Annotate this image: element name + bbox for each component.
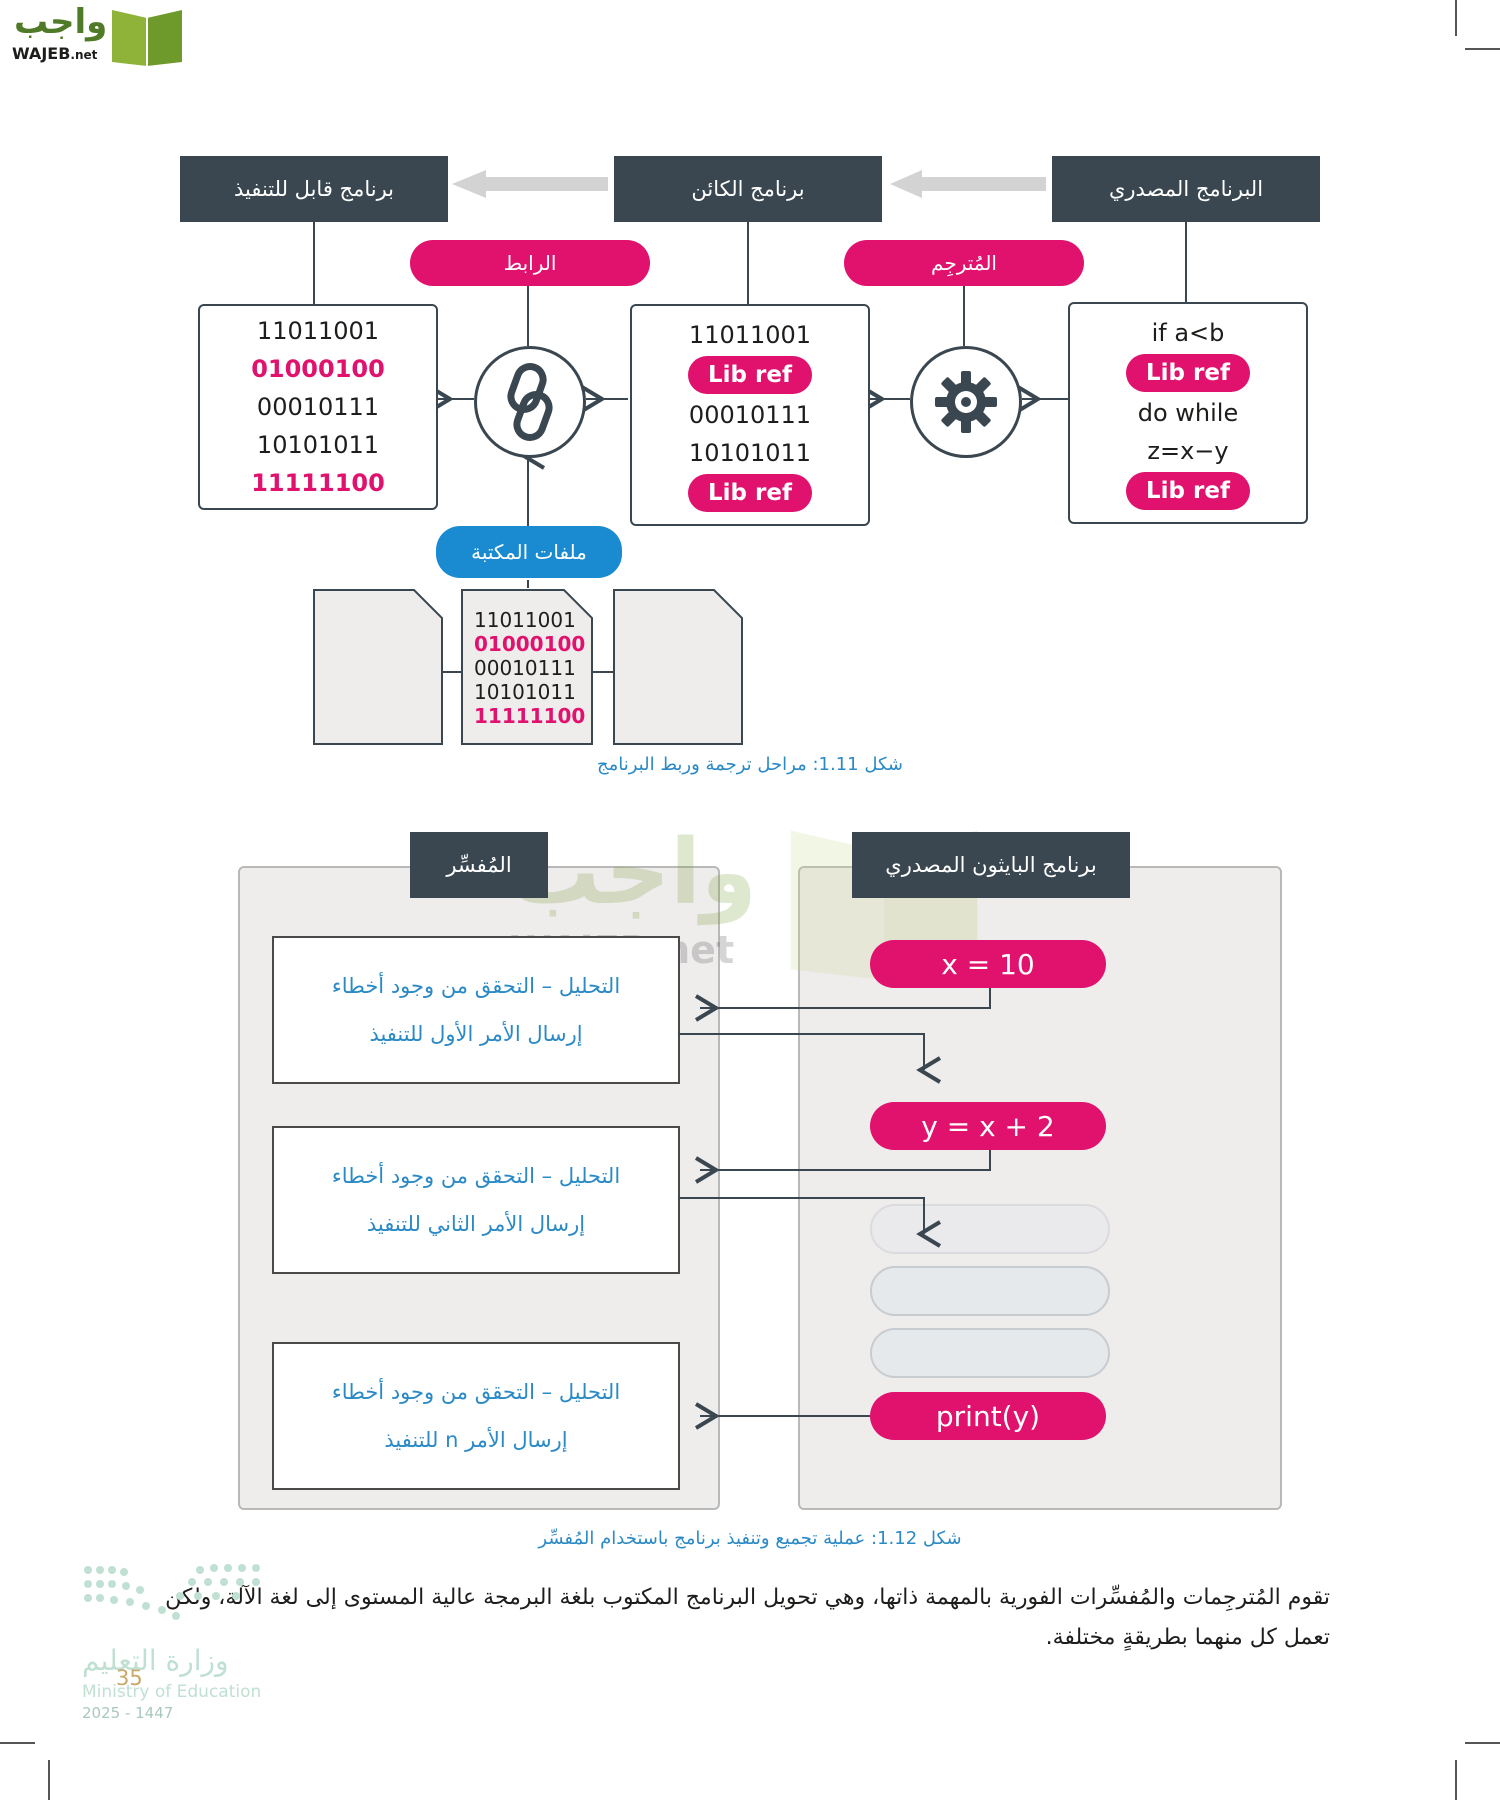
lib-line-highlight: 11111100: [474, 704, 586, 728]
lib-ref-badge: Lib ref: [1126, 354, 1250, 392]
step-analysis: التحليل – التحقق من وجود أخطاء: [331, 974, 621, 998]
placeholder-line: [870, 1266, 1110, 1316]
page-number: 35: [116, 1666, 143, 1690]
header-interpreter: المُفسِّر: [410, 832, 548, 898]
caption-number: شكل 1.11:: [812, 754, 903, 775]
linker-circle: [474, 346, 586, 458]
lib-line: 10101011: [474, 680, 576, 704]
interpreter-step-3: التحليل – التحقق من وجود أخطاء إرسال الأ…: [272, 1342, 680, 1490]
figure-2-caption: شكل 1.12: عملية تجميع وتنفيذ برنامج باست…: [500, 1528, 1000, 1549]
step-send: إرسال الأمر n للتنفيذ: [384, 1428, 568, 1452]
crop-mark: [48, 1760, 50, 1800]
document-icon: [461, 589, 593, 745]
link-icon: [507, 363, 553, 441]
year: 2025 - 1447: [82, 1704, 174, 1722]
lib-ref-badge: Lib ref: [1126, 472, 1250, 510]
paragraph-line: تعمل كل منهما بطريقةٍ مختلفة.: [1045, 1625, 1330, 1650]
lib-ref-badge: Lib ref: [688, 474, 812, 512]
code-line-2: y = x + 2: [870, 1102, 1106, 1150]
lib-ref-badge: Lib ref: [688, 356, 812, 394]
lib-line-highlight: 01000100: [474, 632, 586, 656]
watermark-arabic: واجب: [510, 820, 757, 925]
ministry-name-en: Ministry of Education: [82, 1682, 262, 1702]
flow-arrow: [452, 170, 608, 198]
book-icon: [112, 10, 182, 66]
figure-1-caption: شكل 1.11: مراحل ترجمة وربط البرنامج: [500, 754, 1000, 775]
caption-number: شكل 1.12:: [871, 1528, 962, 1549]
header-object-program: برنامج الكائن: [614, 156, 882, 222]
site-logo[interactable]: واجب WAJEB.net: [8, 2, 188, 66]
document-icon: [313, 589, 443, 745]
logo-latin: WAJEB.net: [12, 44, 97, 63]
ministry-dots-icon: [84, 1564, 260, 1620]
exec-line: 00010111: [256, 393, 380, 421]
ministry-name-ar: وزارة التعليم: [82, 1644, 229, 1677]
lib-line: 11011001: [474, 608, 576, 632]
code-line-1: x = 10: [870, 940, 1106, 988]
paragraph: تقوم المُترجِمات والمُفسِّرات الفورية با…: [160, 1578, 1330, 1658]
source-line: z=x−y: [1147, 437, 1229, 465]
crop-mark: [1455, 0, 1457, 36]
placeholder-line: [870, 1204, 1110, 1254]
crop-mark: [0, 1742, 35, 1744]
crop-mark: [1455, 1760, 1457, 1800]
exec-line-highlight: 01000100: [251, 355, 385, 383]
document-icon: [613, 589, 743, 745]
flow-arrow: [890, 170, 1046, 198]
library-file-content: 11011001 01000100 00010111 10101011 1111…: [474, 608, 585, 728]
crop-mark: [1465, 1742, 1500, 1744]
crop-mark: [1465, 48, 1500, 50]
pill-library-files: ملفات المكتبة: [436, 526, 622, 578]
executable-program-box: 11011001 01000100 00010111 10101011 1111…: [198, 304, 438, 510]
source-line: do while: [1137, 399, 1239, 427]
object-line: 10101011: [688, 439, 812, 467]
step-send: إرسال الأمر الأول للتنفيذ: [369, 1022, 583, 1046]
figure-2-connectors: [678, 988, 991, 1430]
placeholder-line: [870, 1328, 1110, 1378]
step-analysis: التحليل – التحقق من وجود أخطاء: [331, 1164, 621, 1188]
exec-line-highlight: 11111100: [251, 469, 385, 497]
source-line: if a<b: [1151, 319, 1225, 347]
exec-line: 10101011: [256, 431, 380, 459]
object-program-box: 11011001 Lib ref 00010111 10101011 Lib r…: [630, 304, 870, 526]
logo-suffix: .net: [70, 48, 98, 62]
header-source-program: البرنامج المصدري: [1052, 156, 1320, 222]
step-send: إرسال الأمر الثاني للتنفيذ: [366, 1212, 586, 1236]
source-program-box: if a<b Lib ref do while z=x−y Lib ref: [1068, 302, 1308, 524]
paragraph-line: تقوم المُترجِمات والمُفسِّرات الفورية با…: [165, 1585, 1330, 1610]
gear-icon: [935, 371, 997, 433]
pill-linker: الرابط: [410, 240, 650, 286]
code-line-3: print(y): [870, 1392, 1106, 1440]
logo-arabic: واجب: [14, 2, 108, 42]
figure-1-connectors: [313, 170, 1187, 673]
object-line: 11011001: [688, 321, 812, 349]
lib-line: 00010111: [474, 656, 576, 680]
object-line: 00010111: [688, 401, 812, 429]
step-analysis: التحليل – التحقق من وجود أخطاء: [331, 1380, 621, 1404]
caption-text: مراحل ترجمة وربط البرنامج: [597, 754, 807, 775]
interpreter-step-2: التحليل – التحقق من وجود أخطاء إرسال الأ…: [272, 1126, 680, 1274]
logo-latin-text: WAJEB: [12, 44, 71, 63]
compiler-circle: [910, 346, 1022, 458]
pill-compiler: المُترجِم: [844, 240, 1084, 286]
interpreter-step-1: التحليل – التحقق من وجود أخطاء إرسال الأ…: [272, 936, 680, 1084]
exec-line: 11011001: [256, 317, 380, 345]
header-python-source: برنامج البايثون المصدري: [852, 832, 1130, 898]
ministry-logo: وزارة التعليم Ministry of Education 2025…: [80, 1560, 280, 1722]
caption-text: عملية تجميع وتنفيذ برنامج باستخدام المُف…: [538, 1528, 866, 1549]
header-executable-program: برنامج قابل للتنفيذ: [180, 156, 448, 222]
